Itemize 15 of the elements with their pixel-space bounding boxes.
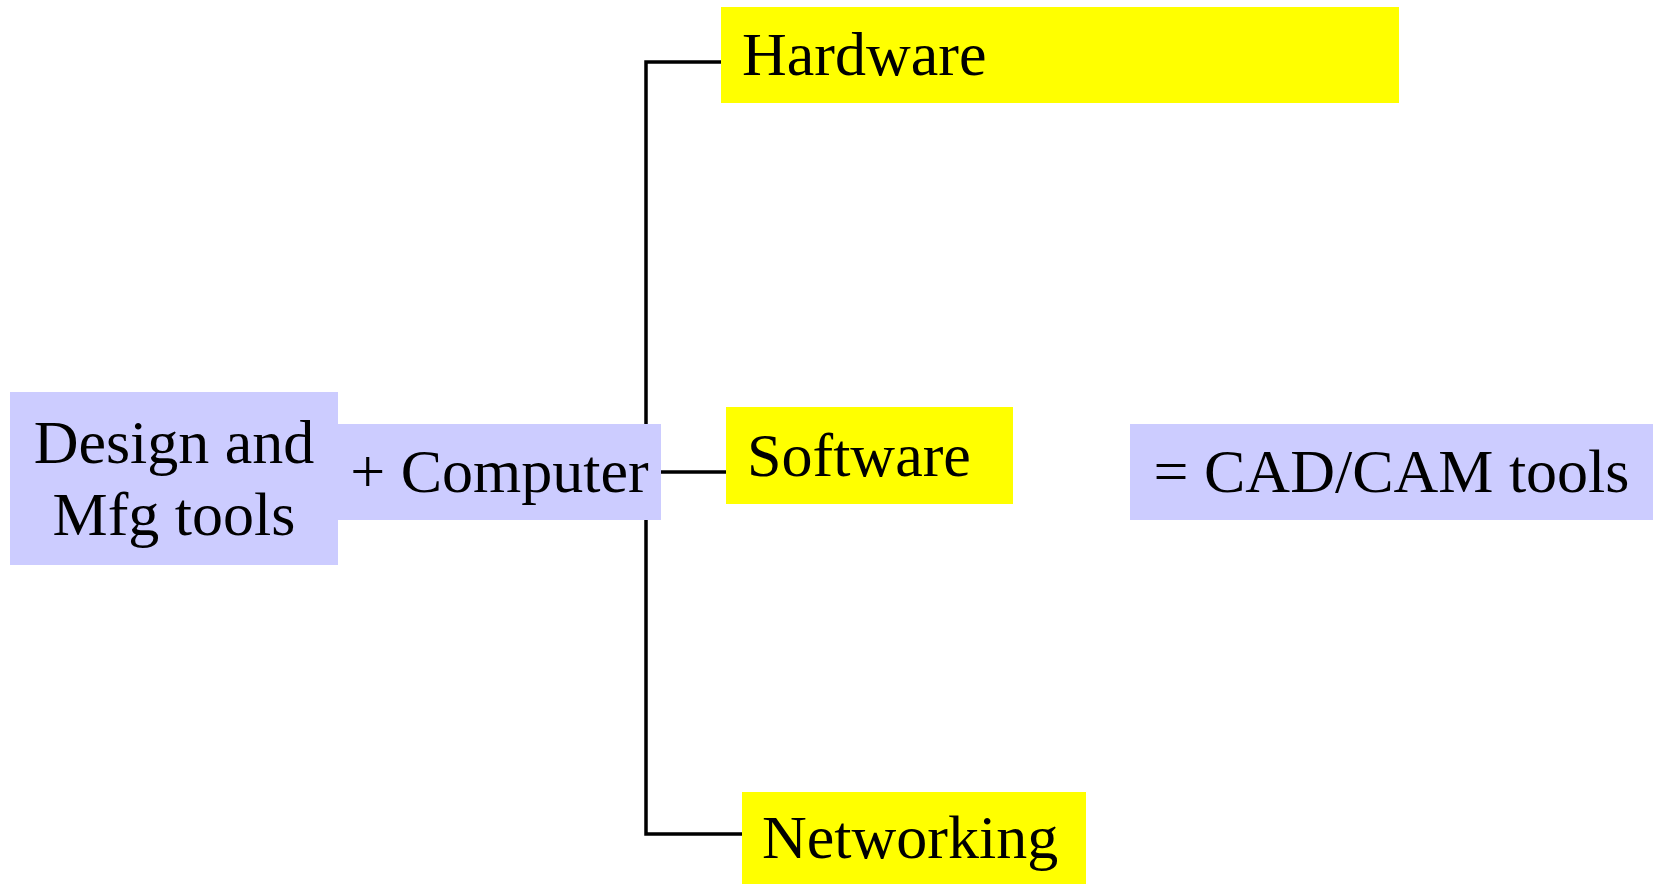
node-label: = CAD/CAM tools [1153, 436, 1630, 508]
node-label: + Computer [350, 436, 649, 508]
text-box [721, 7, 1399, 103]
connector-line [661, 470, 726, 474]
text-box [1130, 424, 1653, 520]
text-box [726, 407, 1013, 504]
text-box [338, 424, 661, 520]
text-box [10, 392, 338, 565]
text-box [742, 792, 1086, 884]
connector-line [644, 60, 721, 424]
node-label: Design and Mfg tools [32, 407, 316, 550]
node-label: Networking [762, 802, 1059, 874]
node-label: Hardware [742, 19, 987, 91]
node-label: Software [747, 419, 971, 491]
connector-line [644, 520, 742, 836]
